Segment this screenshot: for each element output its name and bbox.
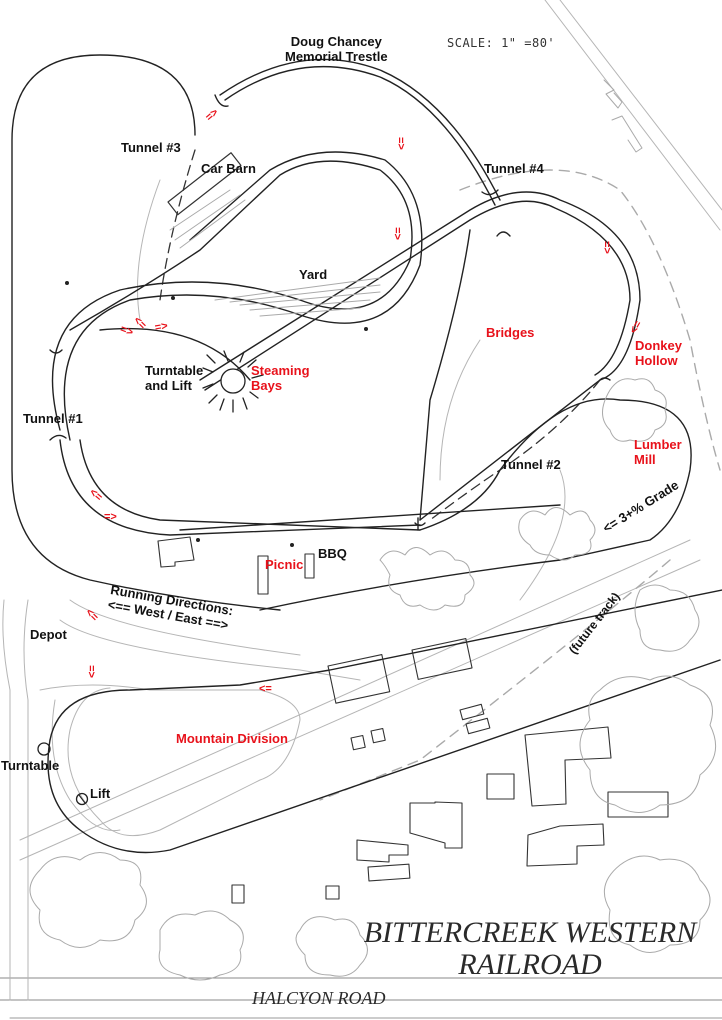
lumber-mill-line1: Lumber: [634, 437, 682, 452]
turntable-circle: [37, 742, 51, 756]
railroad-title: BITTERCREEK WESTERN RAILROAD: [350, 917, 710, 981]
lift-label: Lift: [90, 786, 111, 801]
direction-arrow-west-5: <=: [259, 683, 272, 695]
tunnel3-label: Tunnel #3: [121, 140, 181, 155]
turntable-lift-line2: and Lift: [145, 378, 192, 393]
signal-dots: [65, 281, 368, 547]
picnic-label: Picnic: [265, 557, 304, 572]
trestle-label-line1: Doug Chancey: [290, 34, 382, 49]
buildings: [157, 536, 669, 904]
title-line1: BITTERCREEK WESTERN: [363, 916, 697, 949]
lift-circle: [75, 792, 89, 806]
tunnel4-label: Tunnel #4: [484, 161, 544, 176]
steaming-bays-label: Steaming Bays: [251, 363, 310, 393]
car-barn-building: [167, 152, 242, 216]
donkey-hollow-line2: Hollow: [635, 353, 678, 368]
tunnel2-label: Tunnel #2: [501, 457, 561, 472]
turntable-steaming-bays: [202, 350, 264, 413]
turntable-lift-label: Turntable and Lift: [145, 363, 203, 393]
donkey-hollow-label: Donkey Hollow: [635, 338, 682, 368]
trestle-label-line2: Memorial Trestle: [285, 49, 388, 64]
dashed-lines: [319, 169, 721, 801]
mountain-division-label: Mountain Division: [176, 731, 288, 746]
bridges-label: Bridges: [486, 325, 535, 340]
title-line2: RAILROAD: [458, 948, 602, 981]
lumber-mill-label: Lumber Mill: [634, 437, 682, 467]
direction-arrow-south: =>: [390, 227, 403, 240]
car-barn-label: Car Barn: [201, 161, 256, 176]
turntable-label: Turntable: [1, 758, 60, 773]
donkey-hollow-line1: Donkey: [635, 338, 682, 353]
yard-tracks: [169, 189, 381, 317]
steaming-bays-line2: Bays: [251, 378, 283, 393]
road-name-label: HALCYON ROAD: [252, 988, 386, 1008]
main-tracks: [11, 54, 722, 854]
tunnel1-label: Tunnel #1: [23, 411, 83, 426]
bbq-label: BBQ: [318, 546, 347, 561]
direction-arrow-east-4: =>: [104, 511, 117, 523]
depot-label: Depot: [30, 627, 67, 642]
direction-arrow-east-3: =>: [153, 319, 169, 335]
trees: [29, 378, 717, 981]
lumber-mill-line2: Mill: [634, 452, 656, 467]
trestle-label: Doug Chancey Memorial Trestle: [285, 34, 388, 64]
steaming-bays-line1: Steaming: [251, 363, 310, 378]
direction-arrow-north: <=: [395, 137, 408, 150]
direction-arrow-north-2: <=: [601, 241, 614, 254]
scale-label: SCALE: 1" =80': [447, 36, 556, 50]
yard-label: Yard: [299, 267, 328, 282]
direction-arrow-south-2: =>: [84, 665, 97, 678]
tunnel-portals: [49, 94, 611, 531]
turntable-lift-line1: Turntable: [145, 363, 204, 378]
north-arrow-icon: [603, 79, 643, 153]
